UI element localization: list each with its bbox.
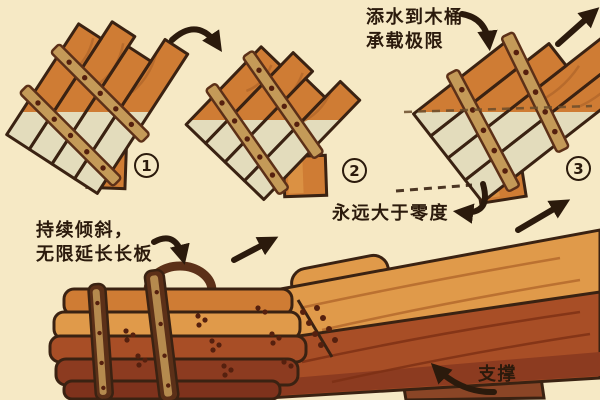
rivet-clusters	[123, 305, 294, 378]
extension-dashes	[395, 183, 473, 193]
arrow-mid-up-right	[515, 199, 571, 233]
bucket-end-planks	[48, 287, 308, 400]
arrow-tilt-label	[151, 235, 190, 265]
label-tilt: 持续倾斜， 无限延长长板	[36, 220, 153, 265]
arrow-angle-label	[452, 181, 488, 224]
joint-rivet-band	[296, 299, 338, 358]
arrow-support	[430, 363, 497, 396]
arrow-tilt-up-right	[231, 236, 279, 263]
arrow-step1-to-step2	[169, 26, 222, 52]
label-support: 支撑	[478, 364, 517, 385]
label-add-water: 添水到木桶 承载极限	[366, 7, 464, 52]
vertical-strap-2	[143, 268, 180, 400]
arrow-up-right-top	[555, 7, 600, 47]
step-badge-3: 3	[566, 156, 591, 181]
vertical-strap-1	[87, 282, 114, 400]
step-badge-2: 2	[342, 158, 367, 183]
waterline-dashes	[403, 104, 593, 114]
step-badge-1: 1	[134, 153, 159, 178]
arrow-add-water	[459, 11, 498, 52]
bucket-step-2	[184, 45, 362, 202]
label-angle: 永远大于零度	[332, 203, 449, 224]
